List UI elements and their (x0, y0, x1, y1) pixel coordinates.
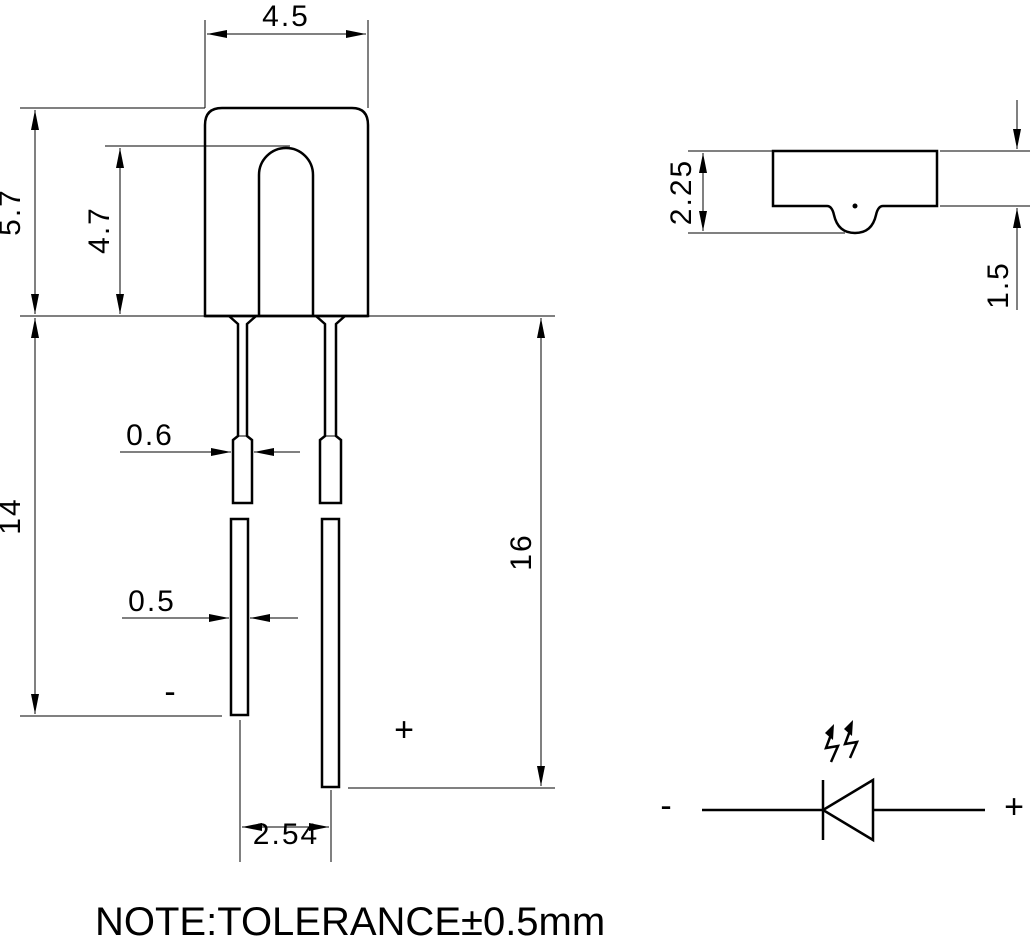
component-body-front (203, 106, 370, 318)
lead-minus-label: - (164, 673, 175, 711)
lead-right-upper (315, 315, 346, 505)
dim-side-height-label: 2.25 (665, 159, 698, 225)
dim-long-lead-label: 16 (505, 533, 538, 570)
symbol-minus-label: - (660, 787, 671, 825)
lead-plus-label: + (394, 711, 414, 749)
light-emission-arrows-icon (824, 720, 860, 763)
lead-left-upper (228, 315, 257, 505)
dim-short-lead: 14 (0, 318, 222, 717)
dim-short-lead-label: 14 (0, 497, 27, 534)
dim-lead-thick-width-label: 0.6 (126, 419, 174, 452)
dim-slot-height: 4.7 (83, 145, 290, 314)
component-body-side (771, 149, 939, 235)
dim-pitch-label: 2.54 (253, 818, 319, 851)
lead-right-lower (320, 517, 341, 789)
dim-width-label: 4.5 (262, 0, 310, 33)
dim-width: 4.5 (204, 0, 369, 108)
led-schematic-symbol (702, 720, 985, 843)
symbol-plus-label: + (1004, 788, 1024, 826)
dim-lead-thin-width-label: 0.5 (128, 585, 176, 618)
dim-lead-thick-width: 0.6 (120, 419, 300, 456)
dim-lead-thin-width: 0.5 (122, 585, 298, 622)
lead-left-lower (229, 517, 250, 717)
dim-side-height: 2.25 (665, 150, 845, 234)
dim-pitch: 2.54 (239, 720, 332, 862)
dim-side-offset: 1.5 (940, 100, 1030, 310)
dim-height-total-label: 5.7 (0, 188, 27, 236)
dim-height-total: 5.7 (0, 107, 205, 314)
dim-slot-height-label: 4.7 (83, 206, 116, 254)
tolerance-note: NOTE:TOLERANCE±0.5mm (95, 900, 605, 941)
dim-long-lead: 16 (348, 318, 555, 789)
dim-side-offset-label: 1.5 (982, 261, 1015, 309)
